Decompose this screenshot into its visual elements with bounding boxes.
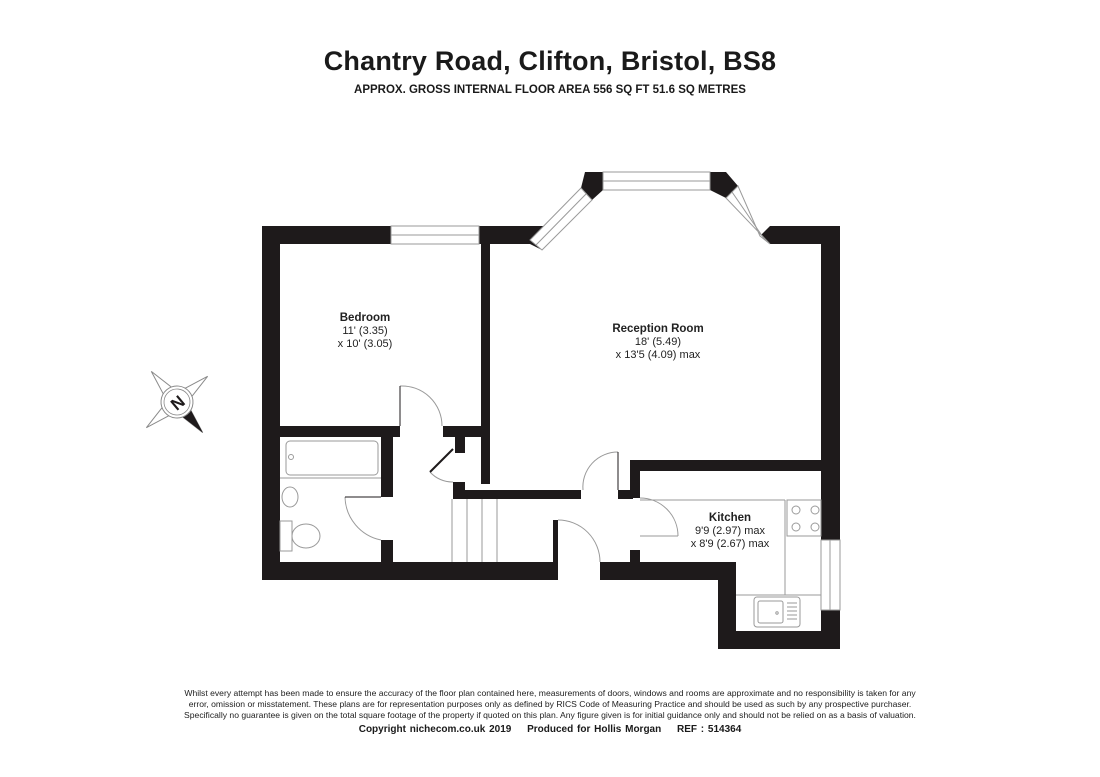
copyright: Copyright nichecom.co.uk 2019 [358, 724, 512, 735]
basin-icon [281, 486, 299, 508]
room-name: Kitchen [708, 512, 752, 524]
floor-area-subtitle: APPROX. GROSS INTERNAL FLOOR AREA 556 SQ… [354, 84, 746, 96]
bath-icon [285, 440, 379, 476]
footer: Copyright nichecom.co.uk 2019 Produced f… [0, 724, 1100, 735]
disclaimer-line: Whilst every attempt has been made to en… [184, 688, 916, 698]
sink-icon [753, 596, 801, 628]
room-dimension: 9'9 (2.97) max [695, 525, 765, 537]
walls [262, 172, 840, 649]
room-dimension: x 13'5 (4.09) max [615, 349, 701, 361]
disclaimer-line: error, omission or misstatement. These p… [188, 699, 912, 709]
windows [390, 171, 841, 611]
compass-rose-icon [145, 370, 209, 434]
fixtures [279, 385, 822, 628]
property-title: Chantry Road, Clifton, Bristol, BS8 [323, 46, 777, 76]
reference: REF : 514364 [677, 724, 742, 735]
room-name: Reception Room [612, 323, 704, 335]
room-label-reception: Reception Room 18' (5.49) x 13'5 (4.09) … [588, 323, 728, 362]
disclaimer: Whilst every attempt has been made to en… [100, 688, 1000, 721]
disclaimer-line: Specifically no guarantee is given on th… [184, 710, 916, 720]
room-dimension: 11' (3.35) [342, 325, 388, 337]
room-name: Bedroom [339, 312, 391, 324]
toilet-icon [291, 523, 321, 549]
hob-icon [786, 499, 822, 537]
room-dimension: 18' (5.49) [634, 336, 682, 348]
produced-for: Produced for Hollis Morgan [527, 724, 662, 735]
room-dimension: x 10' (3.05) [337, 338, 393, 350]
room-label-kitchen: Kitchen 9'9 (2.97) max x 8'9 (2.67) max [675, 512, 785, 551]
room-label-bedroom: Bedroom 11' (3.35) x 10' (3.05) [315, 312, 415, 351]
room-dimension: x 8'9 (2.67) max [690, 538, 770, 550]
